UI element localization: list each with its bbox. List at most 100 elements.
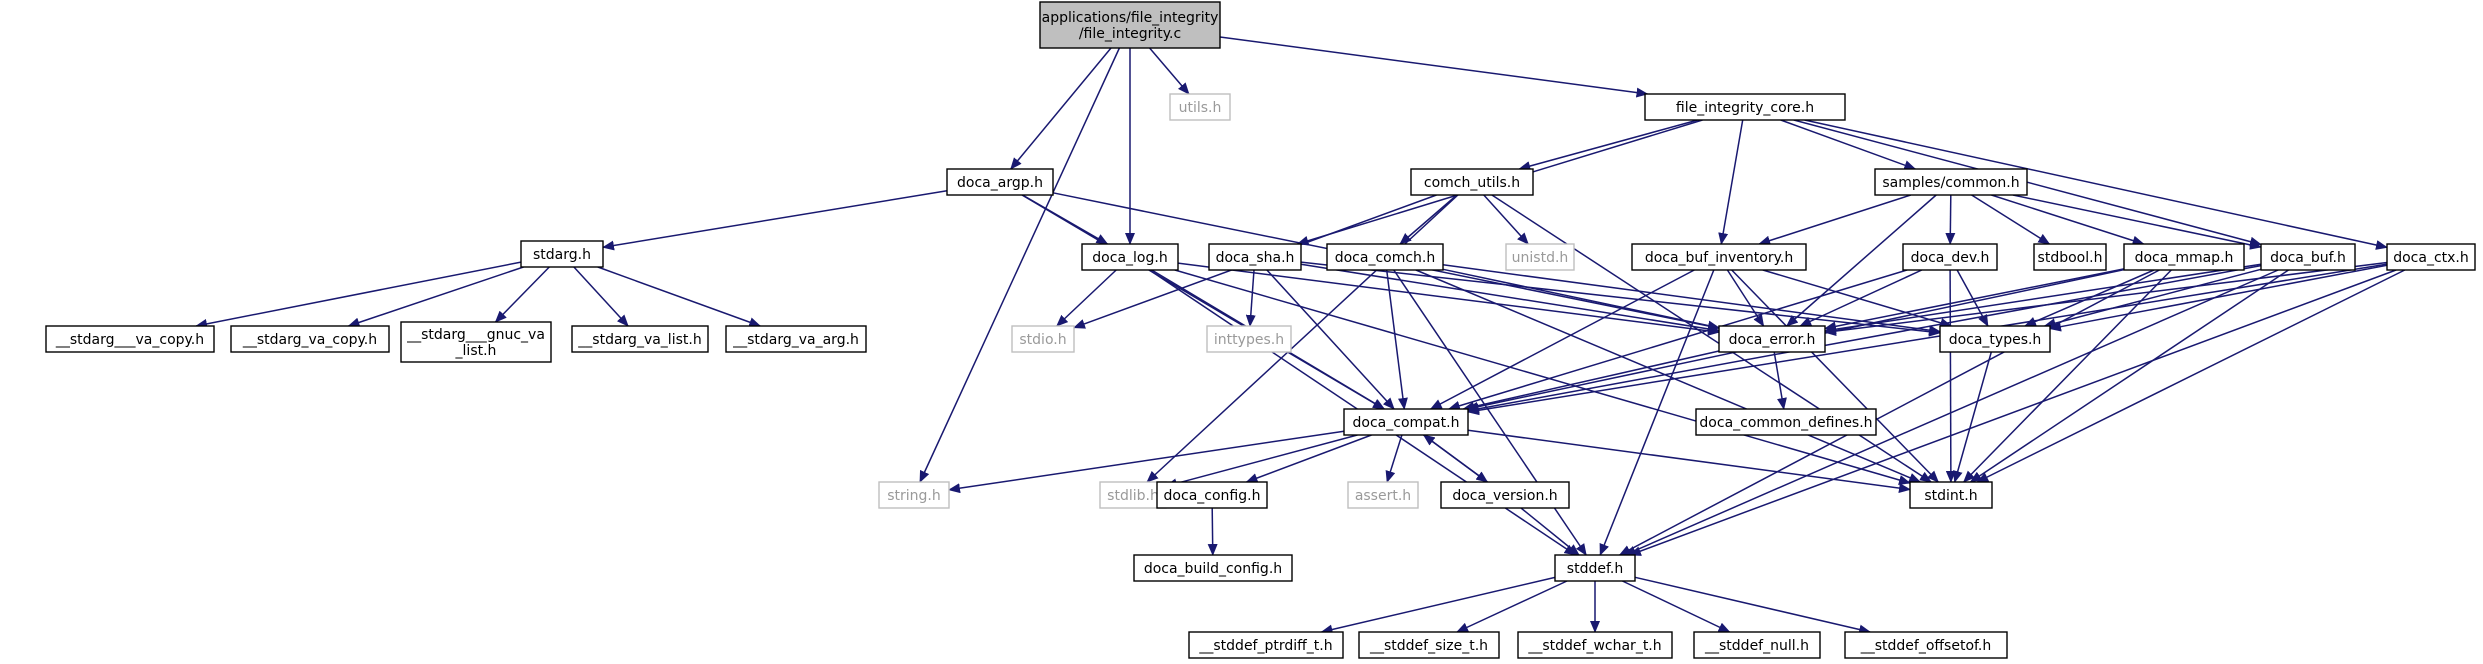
node-box (1133, 554, 1293, 582)
edge-doca_types_h-to-stdint_h (1952, 351, 1993, 483)
node-stddef-wchar-t[interactable]: __stddef_wchar_t.h (1517, 631, 1673, 659)
node-box (1440, 481, 1570, 509)
node-box (1099, 481, 1167, 509)
node-label: __stddef_offsetof.h (1860, 638, 1992, 654)
node-samples-common-h[interactable]: samples/common.h (1874, 168, 2028, 196)
node-file-integrity-core-h[interactable]: file_integrity_core.h (1644, 93, 1846, 121)
edge-file_integrity_c-to-string_h (919, 47, 1121, 483)
node-doca-comch-h[interactable]: doca_comch.h (1326, 243, 1444, 271)
node-stdarg-va-list[interactable]: __stdarg_va_list.h (571, 325, 709, 353)
node-stdarg-va-copy-a[interactable]: __stdarg___va_copy.h (45, 325, 215, 353)
node-doca-argp-h[interactable]: doca_argp.h (946, 168, 1054, 196)
node-inttypes-h: inttypes.h (1206, 325, 1292, 353)
node-doca-common-defines-h[interactable]: doca_common_defines.h (1695, 408, 1877, 436)
node-doca-buf-inventory-h[interactable]: doca_buf_inventory.h (1631, 243, 1807, 271)
node-doca-build-config-h[interactable]: doca_build_config.h (1133, 554, 1293, 582)
node-stdarg-va-copy-b[interactable]: __stdarg_va_copy.h (230, 325, 390, 353)
node-box (1874, 168, 2028, 196)
node-label: samples/common.h (1882, 175, 2019, 191)
node-doca-error-h[interactable]: doca_error.h (1718, 325, 1826, 353)
node-file-integrity-c[interactable]: applications/file_integrity/file_integri… (1039, 1, 1221, 49)
edge-doca_mmap_h-to-stddef_h (1618, 269, 2160, 556)
node-label: __stdarg_va_arg.h (732, 332, 859, 348)
edge-samples_common_h-to-doca_error_h (1786, 194, 1937, 327)
node-stddef-ptrdiff-t[interactable]: __stddef_ptrdiff_t.h (1188, 631, 1344, 659)
node-doca-types-h[interactable]: doca_types.h (1939, 325, 2051, 353)
node-box (1631, 243, 1807, 271)
node-label: doca_compat.h (1353, 415, 1460, 431)
edge-stdarg_h-to-stdarg_gnuc_va_list (494, 266, 550, 323)
node-doca-compat-h[interactable]: doca_compat.h (1343, 408, 1469, 436)
edge-doca_sha_h-to-doca_error_h (1300, 263, 1720, 334)
node-label: doca_dev.h (1911, 250, 1990, 266)
node-label: doca_build_config.h (1144, 561, 1282, 577)
node-label: __stdarg_va_copy.h (242, 332, 377, 348)
node-label: _list.h (455, 343, 497, 359)
edge-doca_compat_h-to-stdint_h (1467, 429, 1911, 493)
node-box (520, 240, 604, 268)
node-label: stdbool.h (2038, 250, 2103, 266)
edge-file_integrity_core_h-to-doca_ctx_h (1804, 119, 2388, 250)
node-box (2386, 243, 2476, 271)
node-label: applications/file_integrity (1042, 10, 1219, 26)
node-label: utils.h (1179, 100, 1222, 116)
edge-stdarg_h-to-stdarg_va_list (573, 266, 629, 327)
edge-file_integrity_core_h-to-doca_buf_inventory_h (1718, 119, 1744, 245)
node-doca-dev-h[interactable]: doca_dev.h (1902, 243, 1998, 271)
node-box (725, 325, 867, 353)
edge-doca_config_h-to-doca_build_config_h (1207, 507, 1218, 556)
edge-doca_buf_h-to-stdint_h (1969, 269, 2289, 483)
node-stdarg-va-arg[interactable]: __stdarg_va_arg.h (725, 325, 867, 353)
edge-doca_dev_h-to-stdint_h (1945, 269, 1956, 483)
edge-doca_mmap_h-to-doca_types_h (2024, 269, 2155, 327)
edge-file_integrity_core_h-to-samples_common_h (1780, 119, 1917, 170)
edge-samples_common_h-to-doca_mmap_h (1991, 194, 2145, 246)
node-stdint-h[interactable]: stdint.h (1909, 481, 1993, 509)
node-label: file_integrity_core.h (1676, 100, 1814, 116)
edge-doca_compat_h-to-stdlib_h (1165, 434, 1358, 489)
edge-doca_comch_h-to-stdint_h (1415, 269, 1922, 483)
node-label: __stddef_ptrdiff_t.h (1198, 638, 1332, 654)
edge-doca_version_h-to-stddef_h (1520, 507, 1580, 556)
edge-stdarg_h-to-stdarg_va_arg (597, 266, 762, 327)
edge-doca_compat_h-to-string_h (948, 430, 1345, 494)
node-box (1343, 408, 1469, 436)
node-doca-config-h[interactable]: doca_config.h (1156, 481, 1268, 509)
node-stdarg-gnuc-va-list[interactable]: __stdarg___gnuc_va_list.h (400, 321, 552, 363)
node-stddef-offsetof[interactable]: __stddef_offsetof.h (1844, 631, 2008, 659)
node-doca-sha-h[interactable]: doca_sha.h (1208, 243, 1302, 271)
node-doca-mmap-h[interactable]: doca_mmap.h (2123, 243, 2245, 271)
node-box (400, 321, 552, 363)
node-stdbool-h[interactable]: stdbool.h (2033, 243, 2107, 271)
node-label: inttypes.h (1214, 332, 1284, 348)
edge-doca_comch_h-to-doca_compat_h (1385, 269, 1408, 410)
node-stddef-h[interactable]: stddef.h (1554, 554, 1636, 582)
node-box (1188, 631, 1344, 659)
node-doca-version-h[interactable]: doca_version.h (1440, 481, 1570, 509)
node-assert-h: assert.h (1347, 481, 1419, 509)
node-stddef-size-t[interactable]: __stddef_size_t.h (1358, 631, 1500, 659)
node-stdarg-h[interactable]: stdarg.h (520, 240, 604, 268)
node-label: comch_utils.h (1424, 175, 1520, 191)
node-utils-h: utils.h (1169, 93, 1231, 121)
edge-doca_buf_h-to-doca_types_h (2043, 268, 2262, 329)
edge-samples_common_h-to-doca_dev_h (1945, 194, 1956, 245)
edge-doca_log_h-to-stdint_h (1174, 269, 1911, 485)
edge-doca_ctx_h-to-stddef_h (1628, 269, 2397, 556)
edge-doca_buf_inventory_h-to-doca_compat_h (1429, 269, 1695, 410)
node-stddef-null[interactable]: __stddef_null.h (1693, 631, 1821, 659)
node-box (1517, 631, 1673, 659)
node-doca-buf-h[interactable]: doca_buf.h (2260, 243, 2356, 271)
edge-doca_buf_inventory_h-to-stdint_h (1731, 269, 1939, 483)
node-box (1156, 481, 1268, 509)
node-doca-log-h[interactable]: doca_log.h (1081, 243, 1179, 271)
node-doca-ctx-h[interactable]: doca_ctx.h (2386, 243, 2476, 271)
node-label: doca_error.h (1729, 332, 1816, 348)
edge-doca_error_h-to-doca_compat_h (1462, 350, 1720, 412)
node-label: doca_types.h (1949, 332, 2042, 348)
node-label: string.h (887, 488, 941, 504)
node-box (1039, 1, 1221, 49)
node-comch-utils-h[interactable]: comch_utils.h (1410, 168, 1534, 196)
node-label: stddef.h (1567, 561, 1623, 577)
